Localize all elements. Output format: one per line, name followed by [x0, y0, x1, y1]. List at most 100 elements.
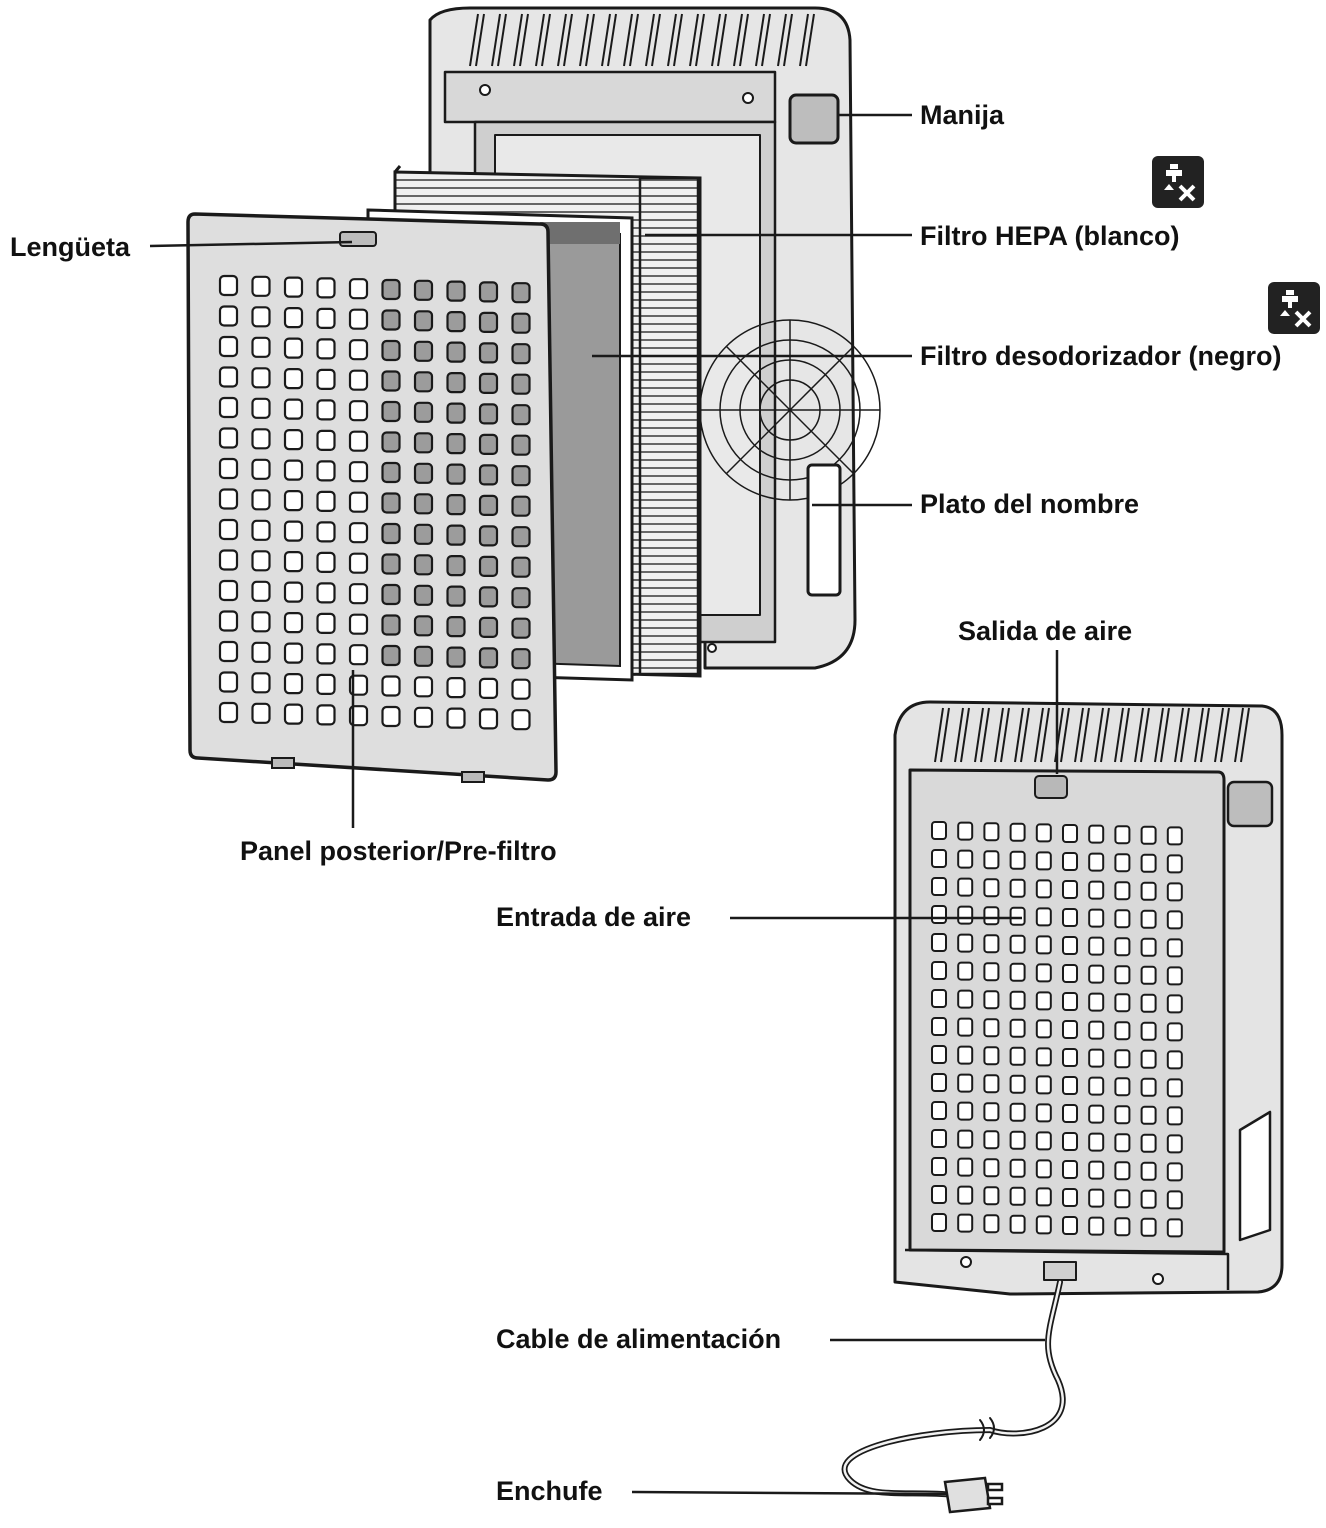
air-inlet-hole — [983, 878, 1000, 898]
prefilter-hole — [251, 489, 271, 511]
prefilter-hole — [511, 373, 531, 395]
air-inlet-hole — [1114, 1161, 1131, 1181]
prefilter-hole — [283, 550, 304, 573]
prefilter-hole — [283, 490, 304, 512]
air-inlet-hole — [1035, 991, 1052, 1011]
air-inlet-hole — [957, 1157, 974, 1177]
air-inlet-hole — [957, 1017, 974, 1037]
air-inlet-hole — [983, 822, 1000, 842]
air-inlet-hole — [1166, 994, 1183, 1014]
prefilter-hole — [381, 339, 401, 362]
air-inlet-hole — [1140, 965, 1157, 985]
prefilter-hole — [316, 643, 336, 665]
air-inlet-hole — [931, 961, 947, 980]
prefilter-grid — [218, 274, 531, 731]
air-inlet-hole — [983, 850, 1000, 870]
air-inlet-hole — [1062, 1188, 1078, 1207]
air-inlet-hole — [1114, 825, 1131, 845]
prefilter-hole — [218, 427, 239, 449]
name-plate-assembled — [1238, 1110, 1272, 1242]
air-inlet-hole — [1088, 1048, 1105, 1068]
prefilter-hole — [218, 305, 239, 327]
prefilter-hole — [283, 459, 304, 481]
prefilter-hole — [413, 340, 434, 362]
air-inlet-hole — [1035, 879, 1052, 899]
air-inlet-hole — [1114, 1133, 1131, 1153]
air-inlet-hole — [1009, 878, 1026, 898]
prefilter-hole — [218, 671, 239, 693]
prefilter-hole — [348, 613, 369, 635]
prefilter-hole — [511, 282, 531, 304]
air-inlet-hole — [1140, 1189, 1157, 1209]
name-plate — [806, 463, 842, 597]
air-inlet-hole — [1035, 1131, 1052, 1151]
prefilter-hole — [381, 522, 401, 545]
air-inlet-hole — [1009, 850, 1026, 870]
air-inlet-hole — [1035, 1215, 1052, 1235]
air-inlet-hole — [957, 1045, 974, 1065]
air-inlet-hole — [1114, 1189, 1131, 1209]
prefilter-hole — [283, 276, 304, 298]
purifier-body-bottom — [893, 700, 1284, 1296]
prefilter-hole — [251, 336, 271, 358]
air-inlet-hole — [1140, 881, 1157, 901]
prefilter-hole — [511, 434, 531, 456]
prefilter-hole — [413, 310, 434, 332]
prefilter-hole — [348, 522, 369, 544]
prefilter-hole — [251, 641, 271, 663]
air-inlet-hole — [1114, 1105, 1131, 1125]
air-inlet-hole — [1114, 909, 1131, 929]
prefilter-hole — [316, 277, 336, 299]
air-inlet-hole — [931, 933, 947, 952]
air-inlet-hole — [983, 1018, 1000, 1038]
prefilter-hole — [446, 676, 466, 699]
air-inlet-hole — [1088, 992, 1105, 1012]
prefilter-hole — [413, 523, 434, 545]
prefilter-hole — [348, 430, 369, 452]
prefilter-hole — [316, 307, 336, 329]
prefilter-hole — [381, 370, 401, 392]
prefilter-hole — [446, 707, 466, 729]
prefilter-hole — [381, 553, 401, 575]
air-inlet-hole — [1166, 1022, 1183, 1042]
air-inlet-hole — [1114, 1077, 1131, 1097]
prefilter-hole — [381, 492, 401, 514]
prefilter-hole — [348, 278, 369, 300]
air-inlet-hole — [1114, 993, 1131, 1013]
label-plug: Enchufe — [496, 1476, 603, 1506]
label-power-cord: Cable de alimentación — [496, 1324, 782, 1354]
fan — [699, 319, 881, 501]
air-inlet-hole — [1166, 938, 1183, 958]
air-inlet-hole — [983, 906, 1000, 926]
air-inlet-hole — [1035, 823, 1052, 843]
prefilter-hole — [413, 371, 434, 393]
air-inlet-hole — [1062, 1048, 1078, 1067]
air-inlet-hole — [1166, 1106, 1183, 1126]
air-inlet-hole — [931, 1045, 947, 1064]
air-inlet-hole — [1035, 963, 1052, 983]
prefilter-hole — [316, 490, 336, 512]
air-inlet-hole — [931, 1129, 947, 1148]
air-inlet-hole — [983, 1074, 1000, 1094]
air-inlet-hole — [957, 961, 974, 981]
prefilter-hole — [348, 552, 369, 574]
air-inlet-hole — [1088, 1020, 1105, 1040]
air-inlet-hole — [983, 1158, 1000, 1178]
prefilter-hole — [478, 647, 499, 669]
prefilter-hole — [478, 342, 499, 364]
air-inlet-hole — [957, 1129, 974, 1149]
prefilter-hole — [283, 703, 304, 725]
prefilter-hole — [446, 494, 466, 516]
air-inlet-hole — [1166, 882, 1183, 902]
prefilter-hole — [251, 519, 271, 541]
prefilter-hole — [283, 398, 304, 420]
air-inlet-hole — [1062, 880, 1078, 899]
prefilter-hole — [413, 401, 434, 423]
handle-assembled — [1226, 780, 1274, 828]
prefilter-hole — [251, 275, 271, 297]
label-deodorizing-filter: Filtro desodorizador (negro) — [920, 341, 1282, 371]
air-inlet-hole — [1166, 1134, 1183, 1154]
prefilter-hole — [283, 337, 304, 359]
prefilter-hole — [381, 583, 401, 606]
